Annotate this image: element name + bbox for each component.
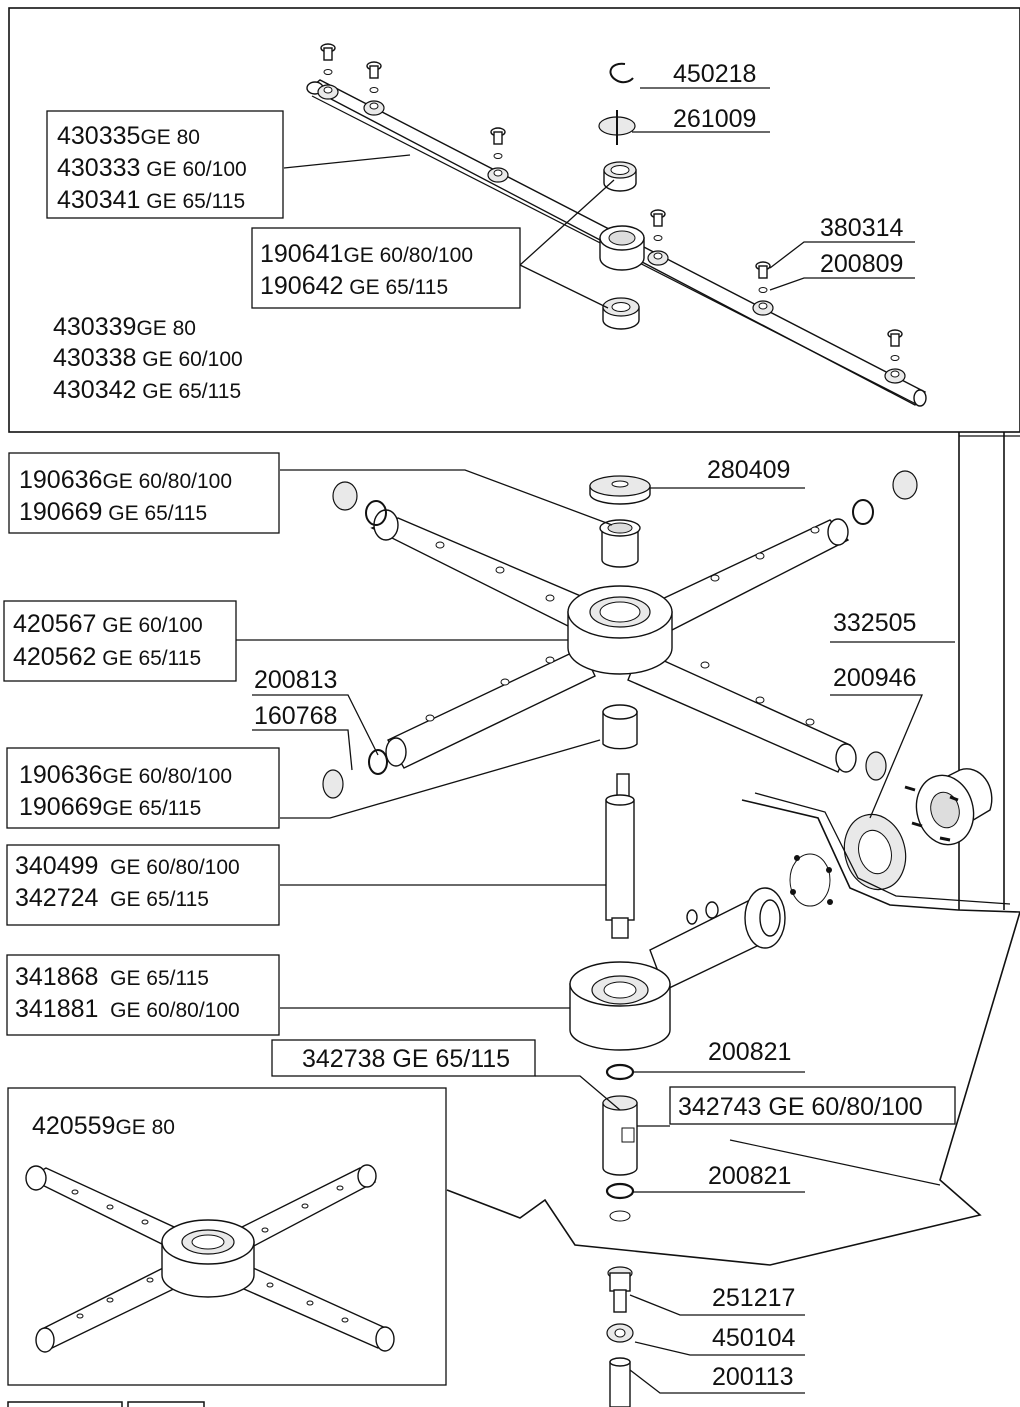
callout-261009: 261009 bbox=[673, 105, 756, 133]
label-190636-lower: 190636GE 60/80/100 bbox=[19, 761, 232, 789]
label-190641: 190641GE 60/80/100 bbox=[260, 240, 473, 268]
tank-panel-outline bbox=[446, 799, 1020, 1266]
callout-200821-upper: 200821 bbox=[708, 1038, 791, 1066]
label-430339: 430339GE 80 bbox=[53, 313, 196, 341]
callout-280409: 280409 bbox=[707, 456, 790, 484]
label-341868: 341868 GE 65/115 bbox=[15, 963, 209, 991]
label-430342: 430342 GE 65/115 bbox=[53, 376, 241, 404]
callout-160768: 160768 bbox=[254, 702, 337, 730]
end-caps bbox=[322, 470, 918, 799]
hub-341868 bbox=[569, 887, 786, 1051]
callout-200113: 200113 bbox=[712, 1363, 794, 1391]
top-spray-bar bbox=[306, 43, 927, 407]
label-342743: 342743 GE 60/80/100 bbox=[678, 1093, 923, 1121]
label-190636-upper: 190636GE 60/80/100 bbox=[19, 466, 232, 494]
bottom-box-2 bbox=[127, 1401, 205, 1407]
lower-cylinder-parts bbox=[602, 1063, 638, 1222]
callout-200813: 200813 bbox=[254, 666, 337, 694]
bush-lower bbox=[602, 297, 640, 330]
label-190642: 190642 GE 65/115 bbox=[260, 272, 448, 300]
callout-200821-lower: 200821 bbox=[708, 1162, 791, 1190]
label-420562: 420562 GE 65/115 bbox=[13, 643, 201, 671]
callout-450104: 450104 bbox=[712, 1324, 796, 1352]
cross-spray-arm bbox=[322, 470, 918, 799]
label-box-190641 bbox=[251, 227, 521, 309]
callout-450218: 450218 bbox=[673, 60, 756, 88]
label-430341: 430341 GE 65/115 bbox=[57, 186, 245, 214]
clip-450218 bbox=[609, 62, 634, 84]
label-342724: 342724 GE 65/115 bbox=[15, 884, 209, 912]
bar-nozzles bbox=[317, 84, 906, 384]
label-box-342743 bbox=[669, 1086, 956, 1125]
callout-380314: 380314 bbox=[820, 214, 904, 242]
flange-holes bbox=[789, 853, 833, 907]
label-342738: 342738 GE 65/115 bbox=[302, 1045, 510, 1073]
label-190669-lower: 190669GE 65/115 bbox=[19, 793, 201, 821]
knob-261009 bbox=[598, 110, 636, 145]
label-box-430335 bbox=[46, 110, 284, 219]
callout-251217: 251217 bbox=[712, 1284, 795, 1312]
label-430333: 430333 GE 60/100 bbox=[57, 154, 247, 182]
callout-332505: 332505 bbox=[833, 609, 916, 637]
label-box-342738 bbox=[271, 1039, 536, 1077]
top-section-frame bbox=[8, 7, 1020, 433]
label-box-420567 bbox=[3, 600, 237, 682]
label-box-190636-upper bbox=[8, 452, 280, 534]
shaft-340499 bbox=[605, 773, 635, 939]
middle-leader-lines bbox=[236, 469, 955, 1394]
bar-screws bbox=[320, 43, 903, 361]
inset-label-420559: 420559GE 80 bbox=[32, 1112, 175, 1140]
label-190669-upper: 190669 GE 65/115 bbox=[19, 498, 207, 526]
label-box-190636-lower bbox=[6, 747, 280, 829]
bottom-fittings bbox=[606, 1266, 634, 1407]
bottom-box-1 bbox=[7, 1401, 123, 1407]
flange-332505 bbox=[843, 768, 993, 891]
label-430338: 430338 GE 60/100 bbox=[53, 344, 243, 372]
bush-upper bbox=[603, 161, 637, 192]
label-420567: 420567 GE 60/100 bbox=[13, 610, 203, 638]
label-box-340499 bbox=[6, 844, 280, 926]
callout-200946: 200946 bbox=[833, 664, 916, 692]
callout-200809: 200809 bbox=[820, 250, 903, 278]
label-340499: 340499 GE 60/80/100 bbox=[15, 852, 240, 880]
label-341881: 341881 GE 60/80/100 bbox=[15, 995, 240, 1023]
inset-cross-arm bbox=[25, 1164, 395, 1353]
top-leader-lines bbox=[283, 87, 915, 309]
label-430335: 430335GE 80 bbox=[57, 122, 200, 150]
label-box-341868 bbox=[6, 954, 280, 1036]
